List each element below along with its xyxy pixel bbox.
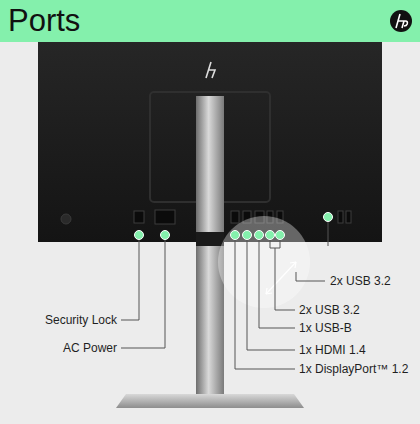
monitor-hp-logo [206, 62, 215, 78]
port-label: 2x USB 3.2 [299, 302, 360, 318]
power-button [61, 214, 71, 224]
port-label: Security Lock [45, 312, 117, 328]
port-label: 1x DisplayPort™ 1.2 [299, 361, 408, 377]
stand-neck [196, 96, 224, 396]
leader-lines [121, 222, 328, 369]
port-label: 1x USB-B [299, 320, 352, 336]
hp-logo [390, 10, 412, 32]
magnifier [218, 216, 310, 308]
port-dots [135, 213, 333, 240]
port-label: 1x HDMI 1.4 [299, 342, 366, 358]
stand-clip [196, 232, 224, 246]
zoom-arrow [266, 262, 296, 294]
page-title: Ports [8, 3, 80, 39]
stand-base [116, 394, 304, 408]
port-label: AC Power [63, 340, 117, 356]
port-label: 2x USB 3.2 [330, 273, 391, 289]
header-band [0, 0, 420, 42]
